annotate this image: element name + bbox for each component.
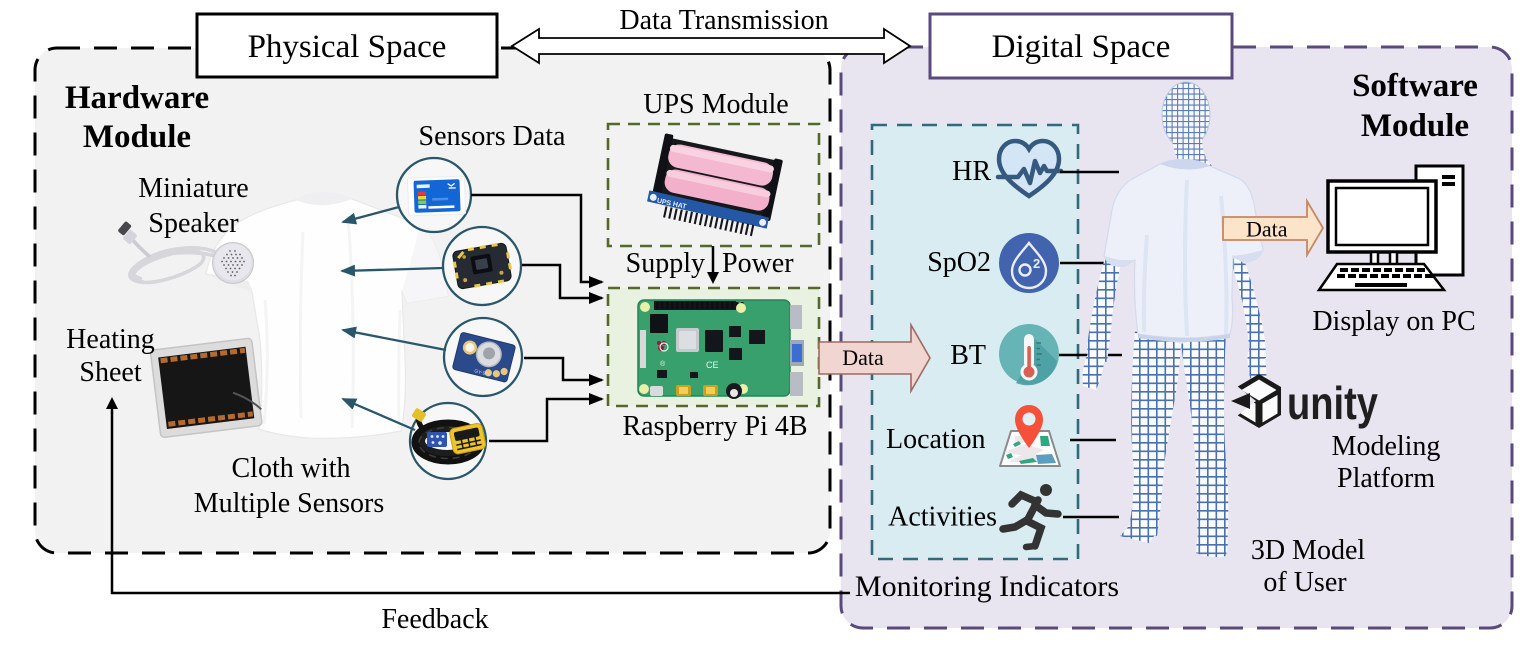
svg-text:Display on PC: Display on PC bbox=[1312, 306, 1475, 337]
svg-text:Modeling: Modeling bbox=[1332, 431, 1441, 462]
svg-text:2: 2 bbox=[1033, 256, 1040, 271]
svg-text:of User: of User bbox=[1263, 567, 1347, 598]
svg-text:HR: HR bbox=[952, 156, 991, 187]
svg-text:Monitoring Indicators: Monitoring Indicators bbox=[855, 570, 1119, 603]
svg-text:SpO2: SpO2 bbox=[927, 247, 991, 278]
svg-text:Software: Software bbox=[1352, 68, 1478, 104]
svg-text:®: ® bbox=[660, 360, 666, 368]
svg-text:Sensors Data: Sensors Data bbox=[419, 121, 567, 152]
svg-text:Heating: Heating bbox=[66, 324, 155, 355]
svg-text:BT: BT bbox=[950, 340, 986, 371]
svg-text:Multiple Sensors: Multiple Sensors bbox=[194, 488, 385, 519]
svg-text:Power: Power bbox=[722, 248, 794, 279]
svg-text:Digital Space: Digital Space bbox=[992, 29, 1171, 65]
svg-text:Raspberry Pi 4B: Raspberry Pi 4B bbox=[622, 411, 807, 442]
svg-text:CE: CE bbox=[706, 360, 719, 370]
svg-text:GY-906: GY-906 bbox=[474, 368, 492, 378]
svg-text:Speaker: Speaker bbox=[148, 208, 239, 239]
svg-text:Platform: Platform bbox=[1337, 463, 1435, 494]
svg-text:UPS Module: UPS Module bbox=[643, 89, 788, 120]
svg-text:Module: Module bbox=[1361, 108, 1469, 144]
svg-text:Hardware: Hardware bbox=[65, 80, 209, 116]
svg-text:Data: Data bbox=[842, 345, 884, 370]
svg-text:Sheet: Sheet bbox=[79, 357, 141, 388]
svg-text:3D Model: 3D Model bbox=[1251, 535, 1366, 566]
svg-text:Activities: Activities bbox=[888, 502, 997, 533]
svg-text:Supply: Supply bbox=[626, 248, 705, 279]
svg-text:Physical Space: Physical Space bbox=[248, 29, 447, 65]
svg-text:Data: Data bbox=[1246, 217, 1288, 242]
svg-text:Feedback: Feedback bbox=[381, 604, 488, 635]
svg-text:Data Transmission: Data Transmission bbox=[619, 5, 828, 36]
svg-text:Cloth with: Cloth with bbox=[231, 453, 350, 484]
svg-text:Location: Location bbox=[886, 424, 986, 455]
svg-text:Miniature: Miniature bbox=[138, 173, 248, 204]
svg-text:Module: Module bbox=[83, 119, 191, 155]
svg-text:unity: unity bbox=[1287, 377, 1378, 429]
